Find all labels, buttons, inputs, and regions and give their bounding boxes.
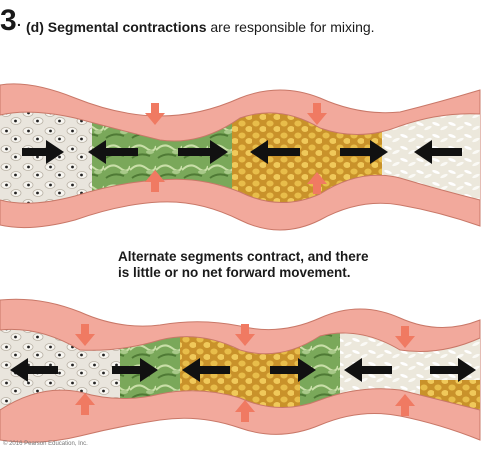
bottom-force-arrow-up-2 (235, 400, 255, 422)
explanation-text: Alternate segments contract, and there i… (118, 249, 418, 281)
figure-number-dot: . (17, 13, 21, 29)
top-move-arrow-left-2 (250, 140, 300, 164)
top-move-arrow-right-1 (22, 140, 64, 164)
caption-part-label: (d) (26, 19, 44, 35)
top-force-arrow-down-1 (145, 103, 165, 125)
copyright-credit: © 2016 Pearson Education, Inc. (3, 441, 88, 447)
figure-number: 3 (0, 4, 17, 37)
bottom-move-arrow-right-2 (270, 358, 316, 382)
caption-rest: are responsible for mixing. (206, 19, 375, 35)
top-force-arrow-down-2 (307, 103, 327, 125)
bottom-movement-arrows (10, 358, 476, 382)
bottom-force-arrow-down-1 (75, 324, 95, 346)
top-contraction-arrows (145, 103, 327, 194)
top-move-arrow-right-2 (178, 140, 228, 164)
caption-bold-term: Segmental contractions (47, 19, 207, 35)
bottom-move-arrow-left-1 (10, 358, 58, 382)
top-force-arrow-up-2 (307, 172, 327, 194)
top-force-arrow-up-1 (145, 170, 165, 192)
bottom-force-arrow-up-1 (75, 393, 95, 415)
bottom-contraction-arrows (75, 324, 415, 422)
bottom-force-arrow-up-3 (395, 394, 415, 416)
bottom-force-arrow-down-2 (235, 324, 255, 346)
top-move-arrow-right-3 (340, 140, 388, 164)
explanation-line-1: Alternate segments contract, and there (118, 249, 369, 264)
top-move-arrow-left-3 (414, 140, 462, 164)
top-movement-arrows (22, 140, 462, 164)
bottom-move-arrow-left-3 (344, 358, 392, 382)
top-move-arrow-left-1 (88, 140, 138, 164)
figure-caption: (d) Segmental contractions are responsib… (26, 19, 375, 35)
bottom-move-arrow-right-1 (112, 358, 158, 382)
bottom-move-arrow-right-3 (430, 358, 476, 382)
explanation-line-2: is little or no net forward movement. (118, 265, 351, 280)
top-intestine-section (0, 83, 481, 231)
bottom-move-arrow-left-2 (182, 358, 230, 382)
bottom-intestine-section (0, 298, 481, 443)
bottom-force-arrow-down-3 (395, 326, 415, 348)
